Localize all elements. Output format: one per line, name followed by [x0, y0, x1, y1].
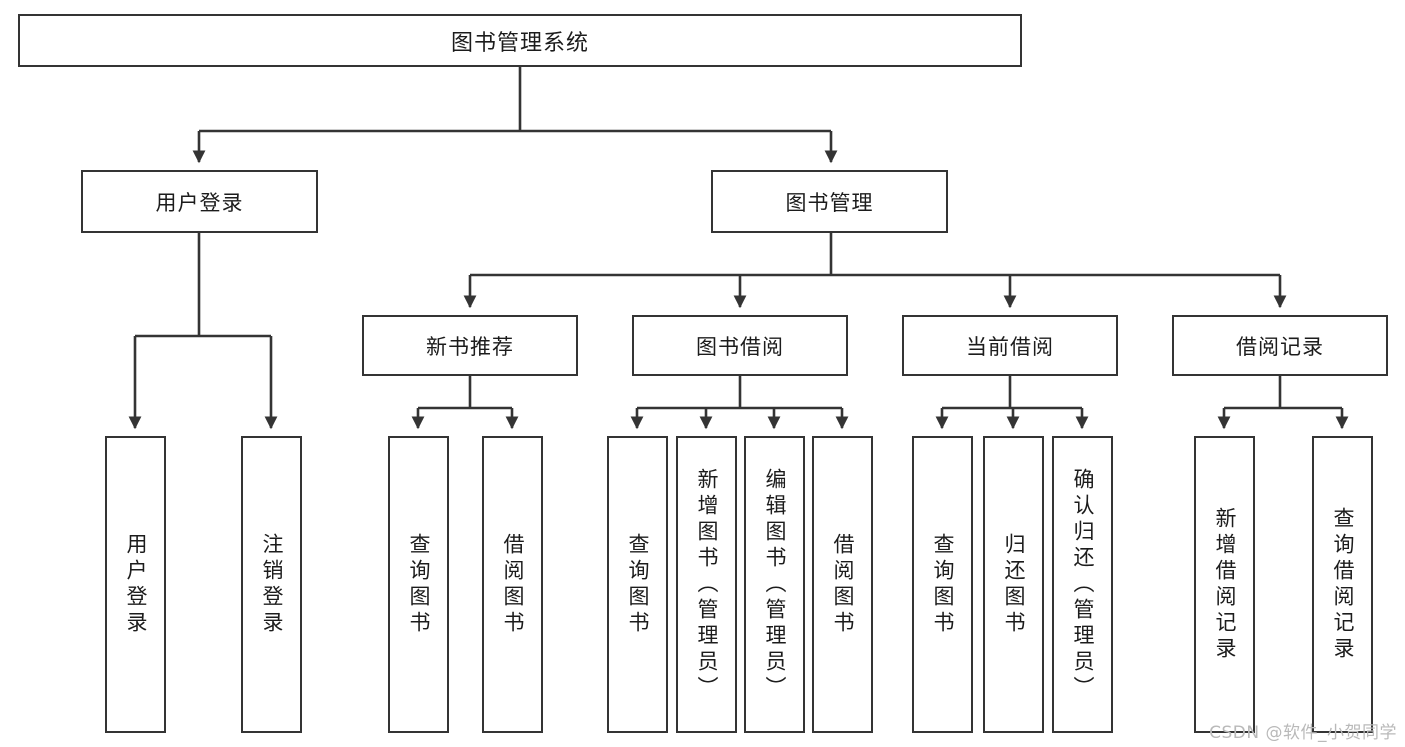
node-label: 编辑图书（管理员）	[763, 467, 787, 702]
node-label: 查询图书	[407, 532, 431, 637]
leaf-user-login-login[interactable]: 用户登录	[105, 436, 166, 733]
node-label: 图书管理	[785, 190, 874, 215]
leaf-new-book-borrow[interactable]: 借阅图书	[482, 436, 543, 733]
csdn-watermark: CSDN @软件_小贺同学	[1209, 723, 1397, 743]
node-new-book-recommend[interactable]: 新书推荐	[362, 315, 578, 376]
leaf-borrow-record-query[interactable]: 查询借阅记录	[1312, 436, 1373, 733]
node-current-borrow[interactable]: 当前借阅	[902, 315, 1118, 376]
node-label: 新增借阅记录	[1213, 506, 1237, 663]
leaf-current-borrow-query[interactable]: 查询图书	[912, 436, 973, 733]
node-label: 注销登录	[260, 532, 284, 637]
node-label: 归还图书	[1002, 532, 1026, 637]
leaf-current-borrow-return[interactable]: 归还图书	[983, 436, 1044, 733]
node-label: 查询借阅记录	[1331, 506, 1355, 663]
node-book-borrow[interactable]: 图书借阅	[632, 315, 848, 376]
leaf-book-borrow-query[interactable]: 查询图书	[607, 436, 668, 733]
node-book-management[interactable]: 图书管理	[711, 170, 948, 233]
node-label: 图书管理系统	[450, 30, 589, 56]
leaf-new-book-query[interactable]: 查询图书	[388, 436, 449, 733]
leaf-borrow-record-add[interactable]: 新增借阅记录	[1194, 436, 1255, 733]
node-label: 图书借阅	[696, 334, 784, 359]
node-label: 借阅图书	[831, 532, 855, 637]
node-label: 确认归还（管理员）	[1071, 467, 1095, 702]
leaf-book-borrow-edit[interactable]: 编辑图书（管理员）	[744, 436, 805, 733]
node-borrow-record[interactable]: 借阅记录	[1172, 315, 1388, 376]
leaf-book-borrow-add[interactable]: 新增图书（管理员）	[676, 436, 737, 733]
node-label: 新增图书（管理员）	[695, 467, 719, 702]
node-label: 查询图书	[626, 532, 650, 637]
leaf-current-borrow-confirm[interactable]: 确认归还（管理员）	[1052, 436, 1113, 733]
node-label: 当前借阅	[966, 334, 1054, 359]
node-label: 借阅图书	[501, 532, 525, 637]
node-label: 用户登录	[124, 532, 148, 637]
node-label: 用户登录	[155, 190, 244, 215]
leaf-user-login-logout[interactable]: 注销登录	[241, 436, 302, 733]
leaf-book-borrow-borrow[interactable]: 借阅图书	[812, 436, 873, 733]
node-label: 新书推荐	[426, 334, 514, 359]
node-user-login[interactable]: 用户登录	[81, 170, 318, 233]
node-label: 借阅记录	[1236, 334, 1324, 359]
node-label: 查询图书	[931, 532, 955, 637]
node-root-system[interactable]: 图书管理系统	[18, 14, 1022, 67]
